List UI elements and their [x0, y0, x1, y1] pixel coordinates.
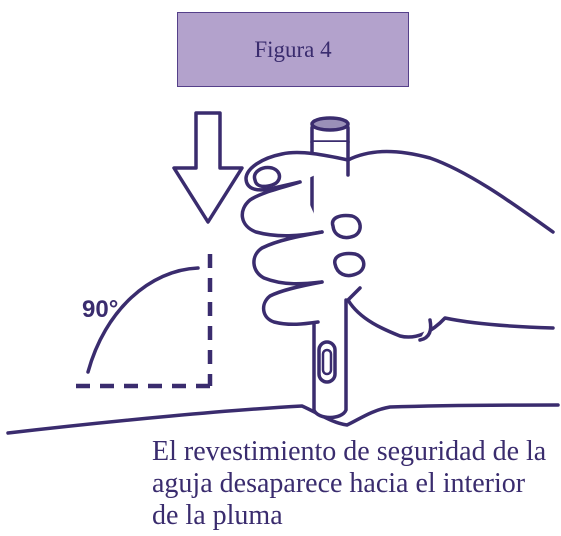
skin-surface	[6, 403, 560, 435]
figure-number-label: Figura 4	[177, 12, 409, 87]
down-arrow-icon	[172, 111, 244, 224]
angle-arc	[86, 266, 200, 374]
hand	[240, 149, 555, 342]
angle-label: 90°	[82, 296, 118, 323]
figure-caption: El revestimiento de seguridad de la aguj…	[152, 436, 547, 531]
right-angle-marker	[74, 254, 213, 389]
